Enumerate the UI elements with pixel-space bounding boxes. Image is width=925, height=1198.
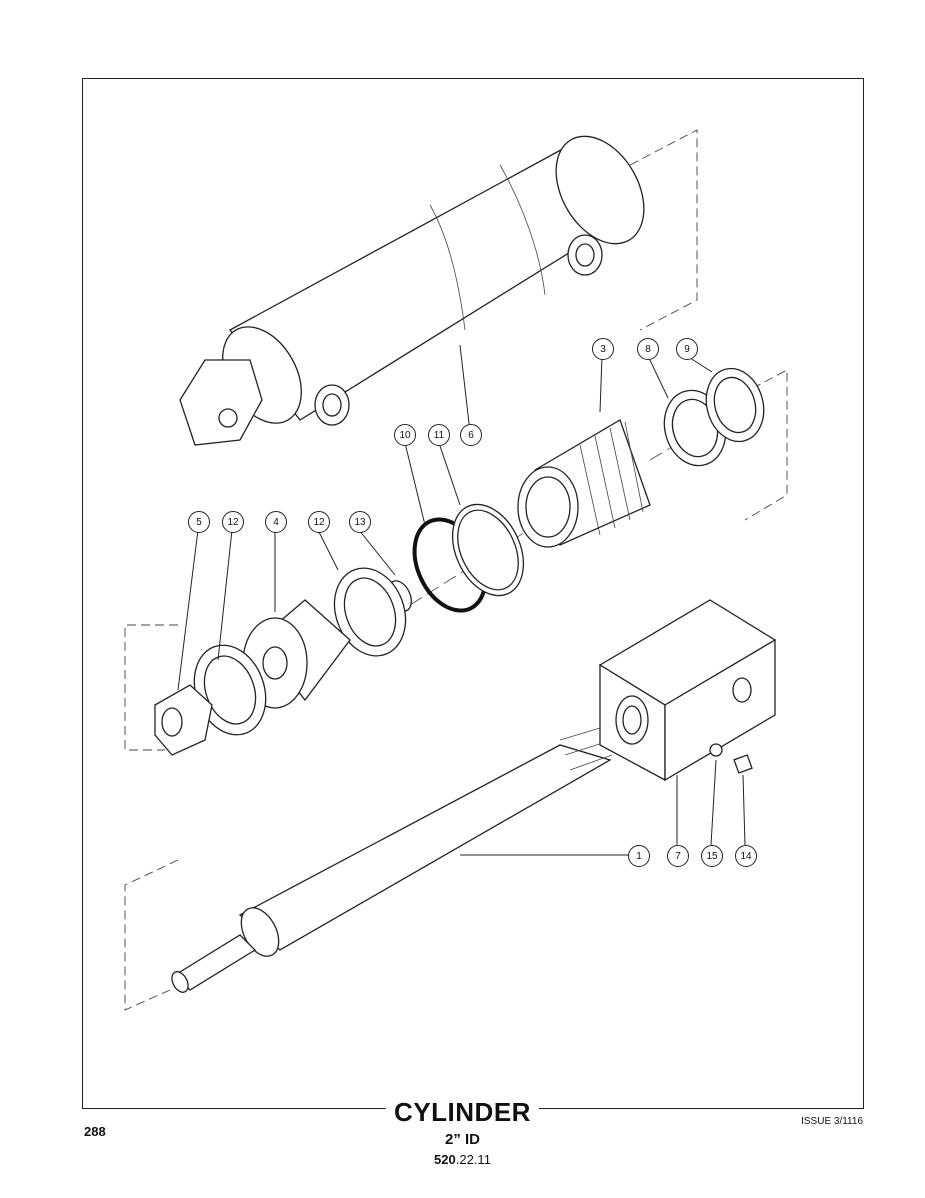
page-title-text: CYLINDER <box>386 1097 539 1127</box>
part-number-rest: .22.11 <box>455 1152 491 1167</box>
part-number-bold: 520 <box>434 1152 456 1167</box>
callout-label: 13 <box>354 516 366 528</box>
callout-label: 1 <box>636 850 642 862</box>
cylinder-barrel <box>179 135 645 446</box>
callout-15: 15 <box>701 845 723 867</box>
orings-10-11 <box>412 503 525 613</box>
callout-10: 10 <box>394 424 416 446</box>
callout-label: 15 <box>706 850 718 862</box>
callout-label: 9 <box>684 343 690 355</box>
callout-8: 8 <box>637 338 659 360</box>
callout-label: 12 <box>227 516 239 528</box>
callout-13: 13 <box>349 511 371 533</box>
callout-label: 5 <box>196 516 202 528</box>
callout-3: 3 <box>592 338 614 360</box>
page-subtitle: 2” ID <box>444 1131 480 1148</box>
callout-label: 8 <box>645 343 651 355</box>
callout-label: 4 <box>273 516 279 528</box>
callout-label: 11 <box>433 429 445 441</box>
callout-12a: 12 <box>222 511 244 533</box>
callout-1: 1 <box>628 845 650 867</box>
callout-7: 7 <box>667 845 689 867</box>
callout-4: 4 <box>265 511 287 533</box>
piston-rod <box>171 724 613 993</box>
piston-assembly <box>154 567 412 756</box>
callout-9: 9 <box>676 338 698 360</box>
issue-label: ISSUE 3/1116 <box>801 1116 863 1127</box>
callout-label: 14 <box>740 850 752 862</box>
callout-label: 6 <box>468 429 474 441</box>
callout-14: 14 <box>735 845 757 867</box>
callout-6: 6 <box>460 424 482 446</box>
callout-label: 10 <box>399 429 411 441</box>
page-title: CYLINDER <box>0 1097 925 1128</box>
callout-label: 7 <box>675 850 681 862</box>
callout-label: 12 <box>313 516 325 528</box>
page-number: 288 <box>84 1124 106 1139</box>
part-number: 520.22.11 <box>0 1152 925 1167</box>
seals-8-9 <box>663 367 765 467</box>
callout-label: 3 <box>600 343 606 355</box>
leader-lines <box>177 344 746 856</box>
callout-5: 5 <box>188 511 210 533</box>
gland <box>517 419 651 548</box>
callout-12b: 12 <box>308 511 330 533</box>
callout-11: 11 <box>428 424 450 446</box>
rod-end-block <box>598 599 777 782</box>
